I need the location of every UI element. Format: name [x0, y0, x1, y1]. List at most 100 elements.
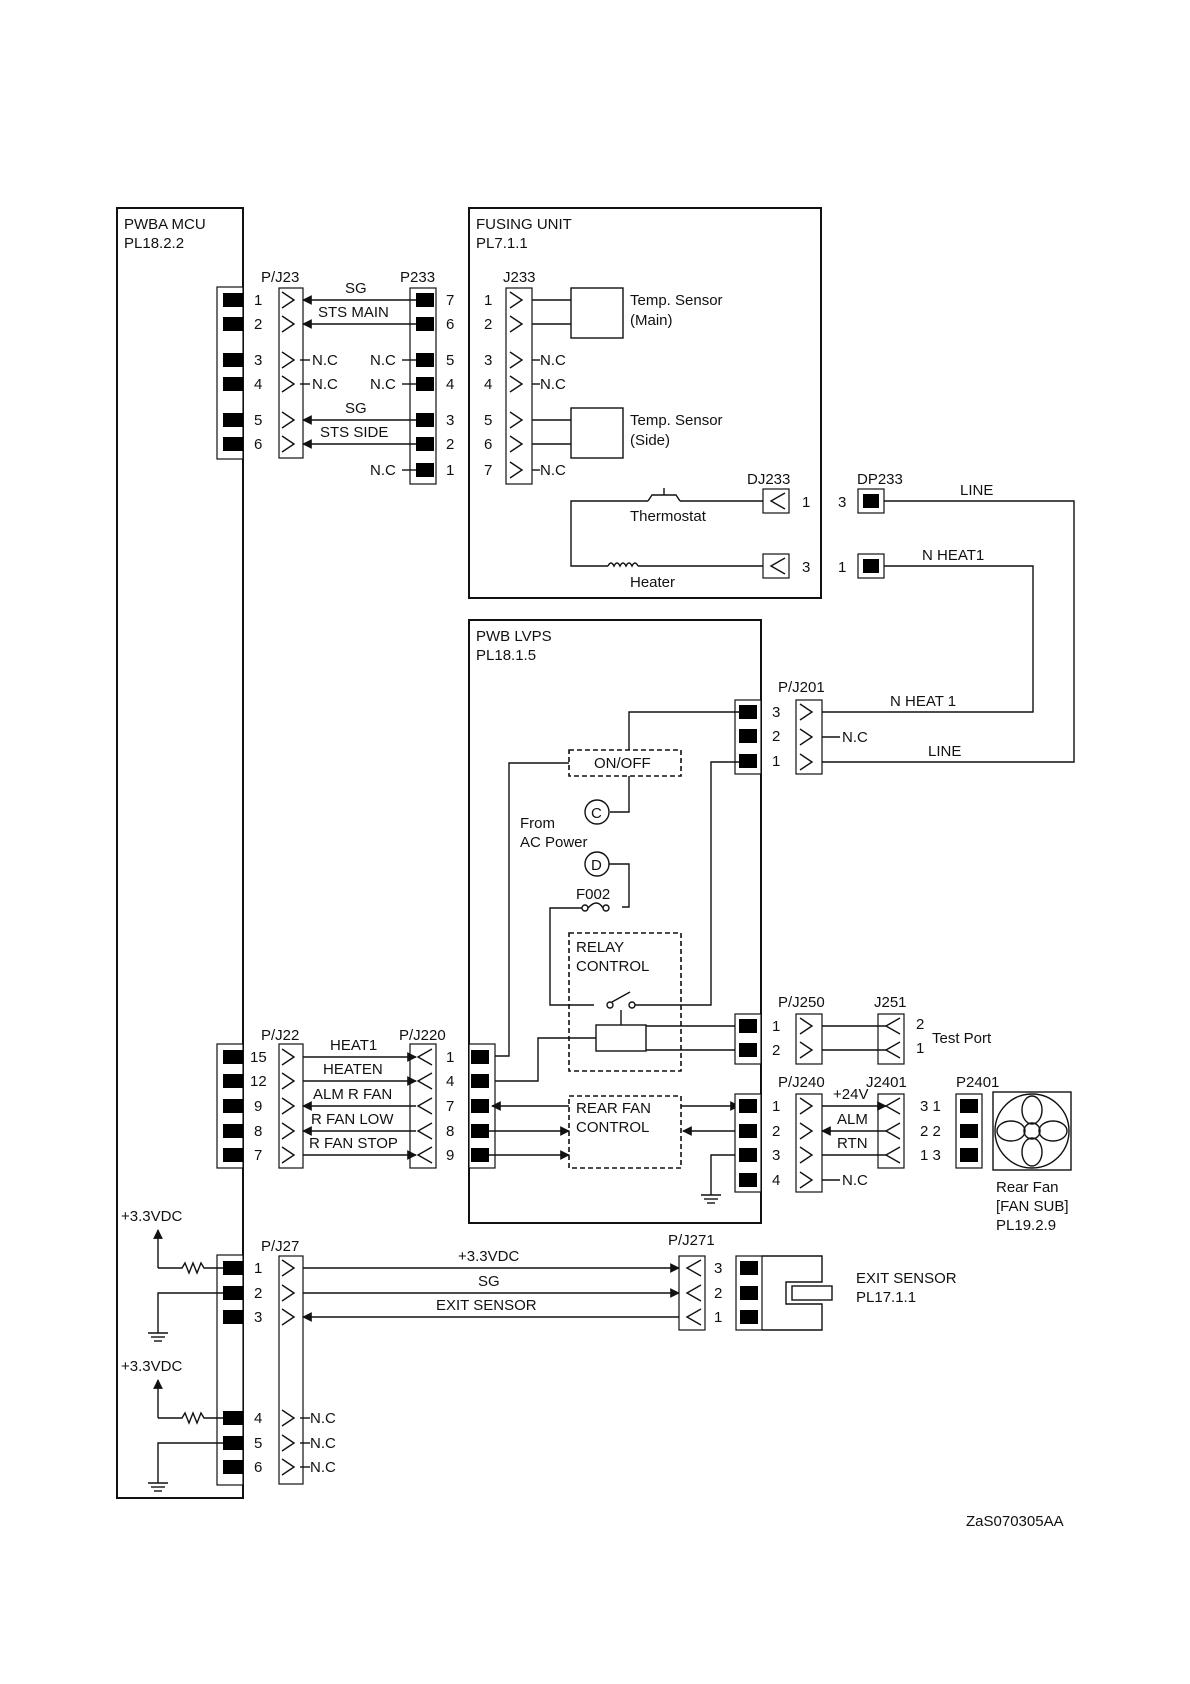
svg-text:4: 4: [446, 376, 454, 393]
signal-24v: +24V: [833, 1086, 868, 1103]
rear-fan-control-label-2: CONTROL: [576, 1119, 649, 1136]
svg-text:6: 6: [254, 436, 262, 453]
from-ac-power-2: AC Power: [520, 834, 588, 851]
relay-control-label-1: RELAY: [576, 939, 624, 956]
svg-text:8: 8: [254, 1123, 262, 1140]
svg-text:2: 2: [916, 1016, 924, 1033]
signal-nc-pj201-2: N.C: [842, 729, 868, 746]
svg-text:1: 1: [772, 1018, 780, 1035]
pj220-pin-chevrons: [416, 1048, 433, 1164]
svg-text:2: 2: [254, 1285, 262, 1302]
connector-pj23: [278, 287, 304, 459]
svg-text:3: 3: [714, 1260, 722, 1277]
signal-alm: ALM: [837, 1111, 868, 1128]
pwba-mcu-board: [116, 207, 244, 1499]
relay-coil: [595, 1024, 647, 1052]
connector-label-dp233: DP233: [857, 471, 903, 488]
svg-text:12: 12: [250, 1073, 267, 1090]
connector-label-dj233: DJ233: [747, 471, 790, 488]
signal-r-fan-low: R FAN LOW: [311, 1111, 394, 1128]
signal-nc-j233-3: N.C: [540, 352, 566, 369]
svg-text:3: 3: [484, 352, 492, 369]
connector-dj233-1: [762, 488, 790, 514]
svg-text:2: 2: [254, 316, 262, 333]
svg-text:4: 4: [446, 1073, 454, 1090]
signal-33vdc: +3.3VDC: [458, 1248, 519, 1265]
svg-text:7: 7: [484, 462, 492, 479]
svg-text:2: 2: [484, 316, 492, 333]
onoff-block: [568, 749, 682, 777]
dp233-pin-3: 3: [838, 494, 846, 511]
signal-nc-pj27-5: N.C: [310, 1435, 336, 1452]
pj271-pin-numbers: 3 2 1: [714, 1260, 722, 1326]
svg-text:2: 2: [772, 1123, 780, 1140]
temp-sensor-main-label-1: Temp. Sensor: [630, 292, 723, 309]
j2401-pin-numbers: 3 1 2 2 1 3: [920, 1098, 941, 1164]
connector-label-pj240: P/J240: [778, 1074, 825, 1091]
power-33v-b: +3.3VDC: [121, 1358, 182, 1375]
svg-text:9: 9: [254, 1098, 262, 1115]
relay-switch: [606, 761, 739, 1025]
wire-lvps-3-onoff: [628, 711, 739, 750]
signal-line-2: LINE: [928, 743, 961, 760]
fusing-unit-title: FUSING UNIT: [476, 216, 572, 233]
dj233-pin-3: 3: [802, 559, 810, 576]
svg-text:2: 2: [772, 1042, 780, 1059]
svg-text:6: 6: [484, 436, 492, 453]
pullup-resistor-a: [153, 1229, 223, 1275]
pj22-pin-chevrons: [281, 1048, 296, 1164]
fuse-f002-label: F002: [576, 886, 610, 903]
svg-text:8: 8: [446, 1123, 454, 1140]
rear-fan-control-label-1: REAR FAN: [576, 1100, 651, 1117]
connector-label-pj220: P/J220: [399, 1027, 446, 1044]
connector-pj250: [795, 1013, 823, 1065]
svg-text:4: 4: [254, 1410, 262, 1427]
connector-label-j233: J233: [503, 269, 536, 286]
mcu-pin-strip-pj22: [216, 1043, 244, 1169]
terminal-c-label: C: [591, 805, 602, 822]
svg-text:7: 7: [254, 1147, 262, 1164]
signal-sts-side: STS SIDE: [320, 424, 388, 441]
pj23-pin-numbers: 1 2 3 4 5 6: [254, 292, 262, 453]
test-port-label: Test Port: [932, 1030, 992, 1047]
svg-text:5: 5: [484, 412, 492, 429]
connector-label-p233: P233: [400, 269, 435, 286]
svg-text:1: 1: [446, 1049, 454, 1066]
connector-label-j2401: J2401: [866, 1074, 907, 1091]
pj27-pin-numbers: 1 2 3 4 5 6: [254, 1260, 262, 1476]
svg-text:1: 1: [484, 292, 492, 309]
svg-text:2: 2: [446, 436, 454, 453]
svg-text:7: 7: [446, 292, 454, 309]
svg-text:2: 2: [714, 1285, 722, 1302]
ground-symbol-lvps: [701, 1194, 721, 1204]
signal-nc-pj240-4: N.C: [842, 1172, 868, 1189]
p233-pin-numbers: 7 6 5 4 3 2 1: [446, 292, 454, 479]
svg-text:6: 6: [254, 1459, 262, 1476]
signal-nc-j233-4: N.C: [540, 376, 566, 393]
svg-text:3: 3: [446, 412, 454, 429]
thermostat-label: Thermostat: [630, 508, 707, 525]
diagram-code: ZaS070305AA: [966, 1513, 1064, 1530]
pwb-lvps-ref: PL18.1.5: [476, 647, 536, 664]
terminal-d-label: D: [591, 857, 602, 874]
connector-label-pj27: P/J27: [261, 1238, 299, 1255]
svg-text:2: 2: [772, 728, 780, 745]
svg-text:3: 3: [254, 1309, 262, 1326]
pj250-pin-numbers: 1 2: [772, 1018, 780, 1059]
signal-sts-main: STS MAIN: [318, 304, 389, 321]
connector-label-pj271: P/J271: [668, 1232, 715, 1249]
pj23-p233-wires: [300, 295, 416, 471]
svg-text:1 3: 1 3: [920, 1147, 941, 1164]
pj201-pin-numbers: 3 2 1: [772, 704, 780, 770]
svg-text:1: 1: [772, 753, 780, 770]
temp-sensor-side: [570, 407, 624, 459]
connector-label-pj201: P/J201: [778, 679, 825, 696]
rear-fan-icon: [992, 1091, 1072, 1171]
mcu-pin-strip-pj23: [216, 286, 244, 460]
mcu-pin-strip-pj27: [216, 1254, 244, 1486]
j251-pin-numbers: 2 1: [916, 1016, 924, 1057]
dj233-pin-1: 1: [802, 494, 810, 511]
wire-line: [822, 500, 1075, 763]
pwba-mcu-title: PWBA MCU: [124, 216, 206, 233]
signal-nc-p233-1: N.C: [370, 462, 396, 479]
